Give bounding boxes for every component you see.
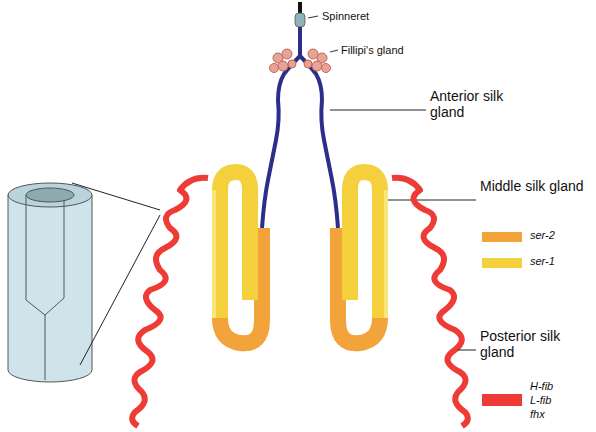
legend-text: L-fib — [530, 394, 551, 407]
legend-text: ser-1 — [530, 255, 555, 268]
part-label: Posterior silk gland — [480, 328, 590, 360]
spinneret — [295, 2, 318, 48]
part-label: Middle silk gland — [480, 178, 584, 194]
legend-swatch — [482, 232, 522, 242]
legend-swatch — [482, 258, 522, 268]
gland-cross-section — [8, 183, 160, 382]
fillipis-gland — [270, 49, 339, 73]
part-label: Anterior silk gland — [430, 88, 540, 120]
legend-text: ser-2 — [530, 229, 555, 242]
legend-text: fhx — [530, 408, 545, 421]
part-label: Spinneret — [322, 10, 369, 23]
posterior-silk-gland — [132, 178, 476, 426]
legend-text: H-fib — [530, 380, 553, 393]
legend-swatch — [482, 402, 522, 406]
part-label: Fillipi's gland — [341, 44, 404, 57]
